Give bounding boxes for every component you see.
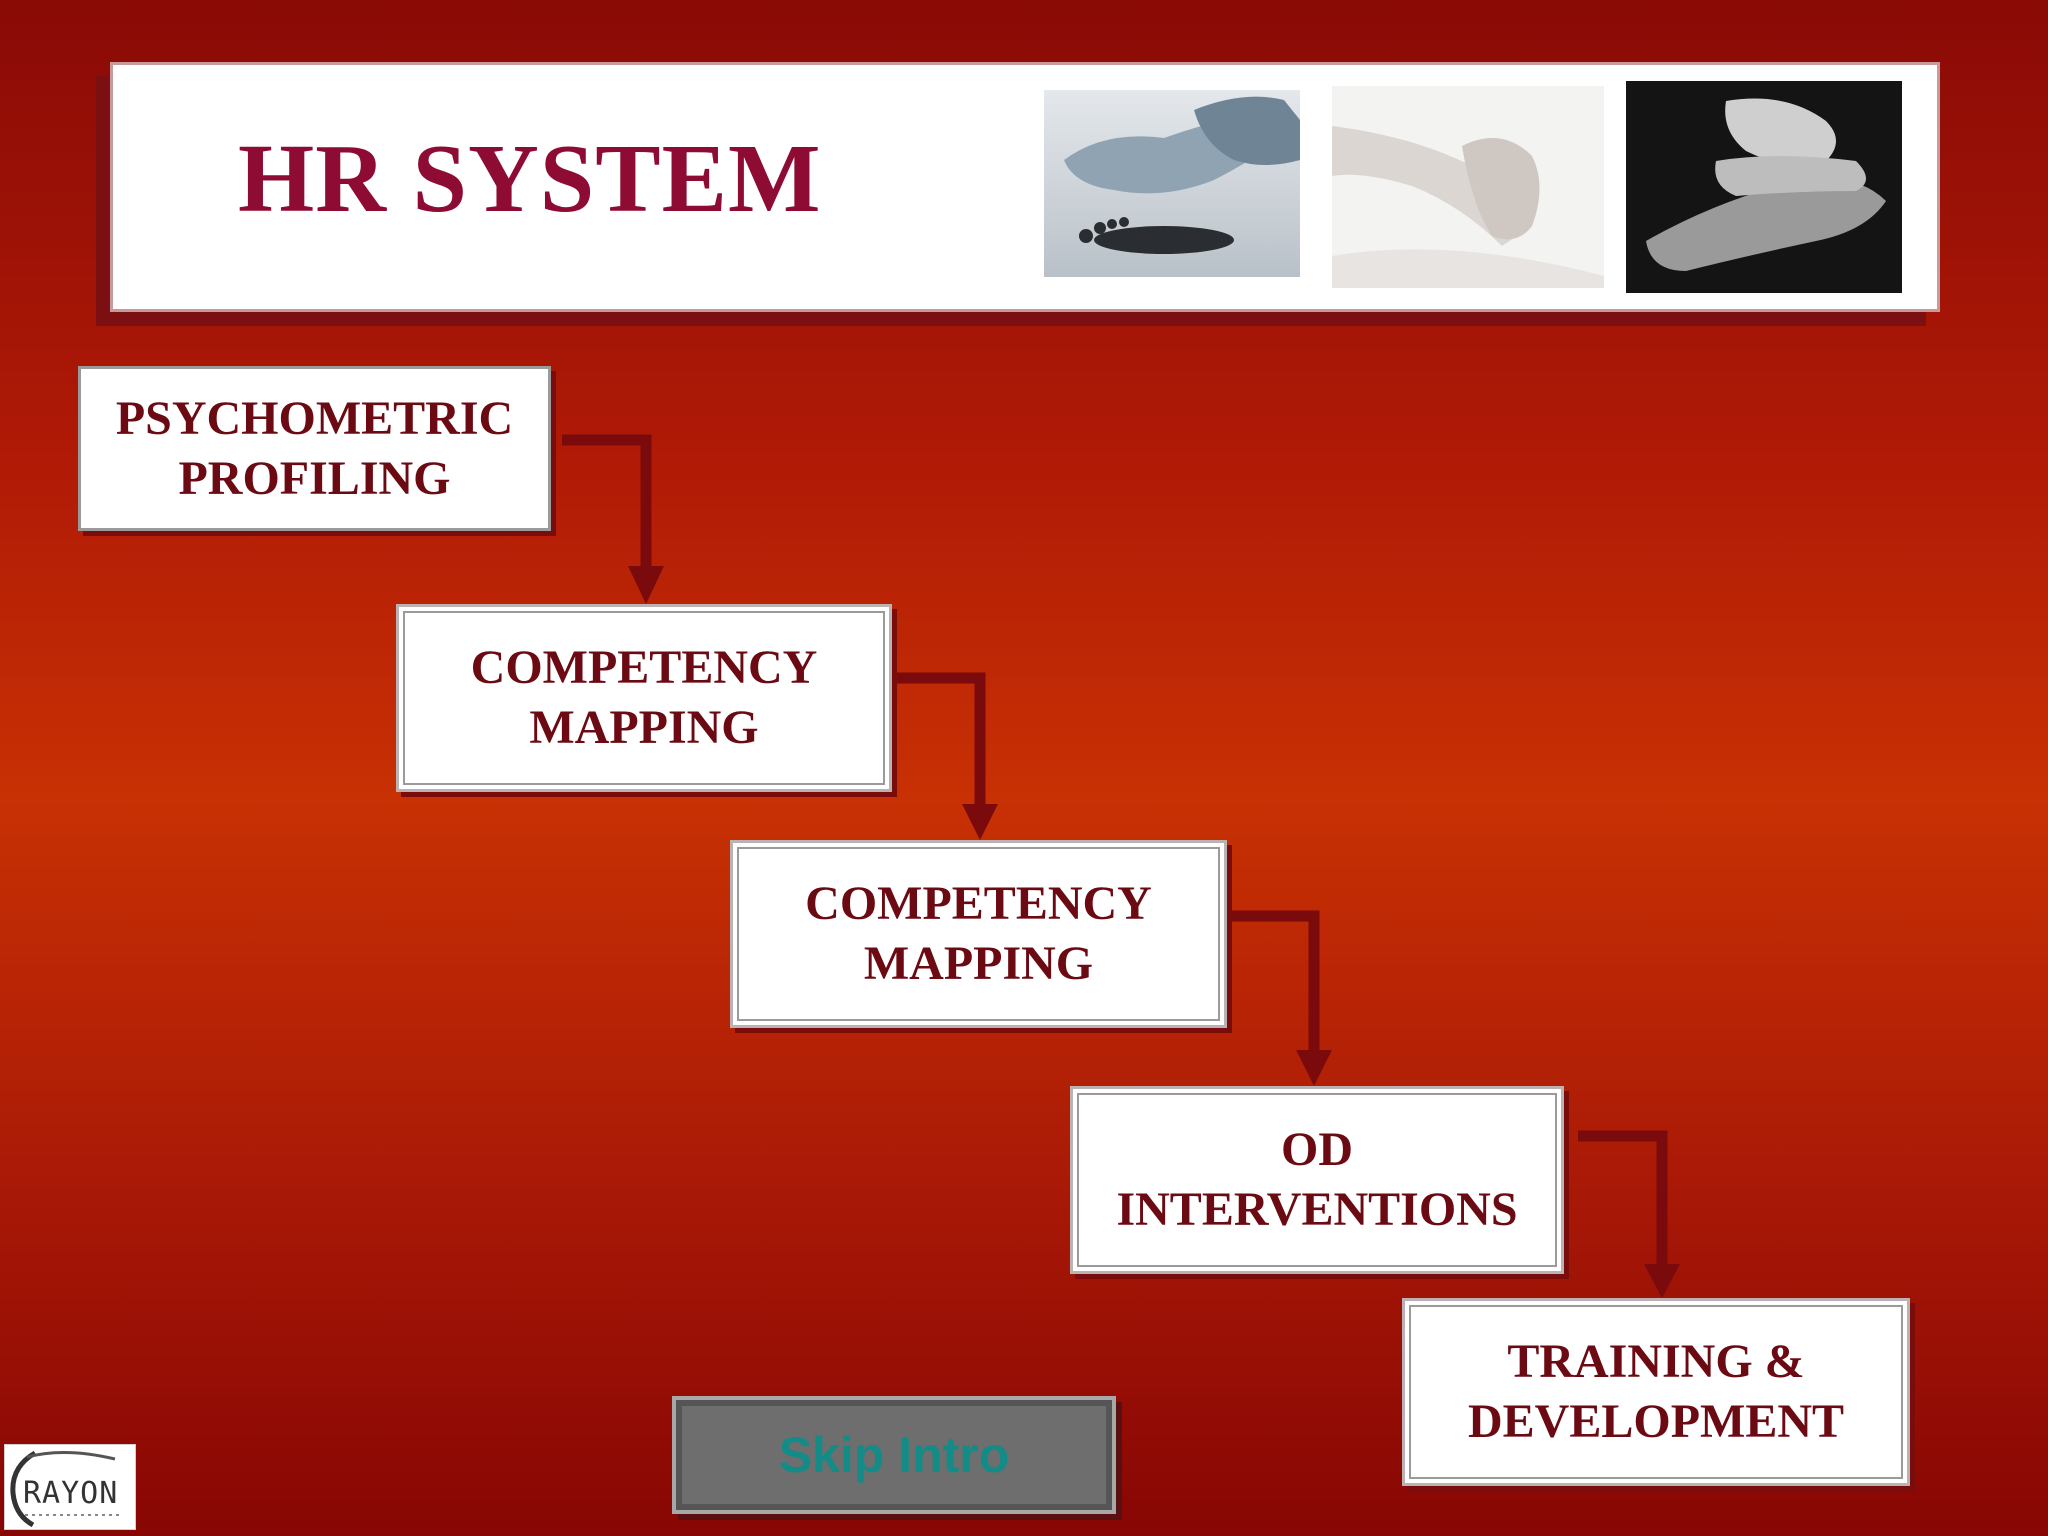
family-hands-photo	[1626, 81, 1902, 293]
step-label: COMPETENCY MAPPING	[805, 877, 1152, 990]
step-psychometric-profiling: PSYCHOMETRIC PROFILING	[78, 366, 551, 531]
step-label: OD INTERVENTIONS	[1116, 1123, 1518, 1236]
logo-text: RAYON	[23, 1476, 118, 1511]
baby-foot-photo	[1044, 90, 1300, 277]
step-competency-mapping-2: COMPETENCY MAPPING	[730, 840, 1227, 1028]
arrow-head	[1296, 1050, 1332, 1086]
step-training-development: TRAINING & DEVELOPMENT	[1402, 1298, 1910, 1486]
step-label: PSYCHOMETRIC PROFILING	[115, 391, 514, 505]
step-label: TRAINING & DEVELOPMENT	[1467, 1335, 1845, 1448]
page-title: HR SYSTEM	[238, 125, 822, 233]
skip-intro-button[interactable]: Skip Intro	[672, 1396, 1116, 1514]
arrow-head	[962, 804, 998, 840]
rayon-logo: RAYON	[4, 1444, 136, 1530]
step-label: COMPETENCY MAPPING	[470, 641, 818, 754]
baby-hand-in-hand-photo	[1332, 86, 1604, 288]
arrow-head	[1644, 1264, 1680, 1298]
step-od-interventions: OD INTERVENTIONS	[1070, 1086, 1564, 1274]
step-competency-mapping-1: COMPETENCY MAPPING	[396, 604, 892, 792]
arrow-head	[628, 566, 664, 604]
